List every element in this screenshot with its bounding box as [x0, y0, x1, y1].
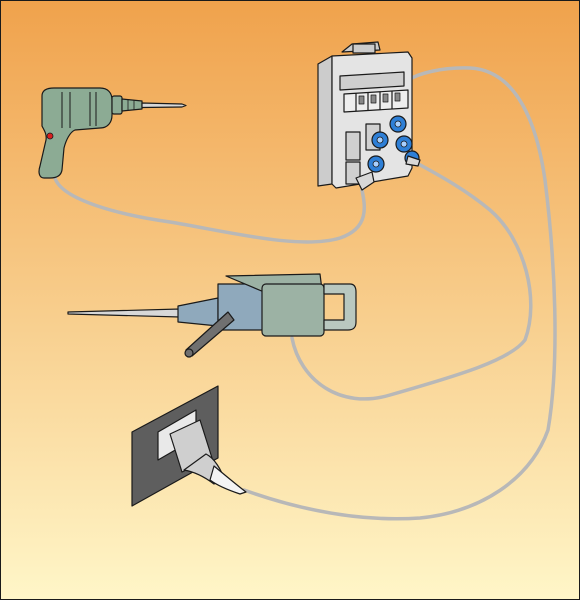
- wall-socket-icon: [131, 385, 247, 507]
- drill-icon: [38, 87, 187, 179]
- distribution-box-icon: [317, 41, 421, 191]
- drill-cable: [53, 176, 367, 244]
- wall-socket-cable: [242, 66, 557, 521]
- jackhammer-icon: [67, 273, 357, 358]
- jackhammer-cable: [290, 160, 533, 401]
- cables: [53, 66, 557, 521]
